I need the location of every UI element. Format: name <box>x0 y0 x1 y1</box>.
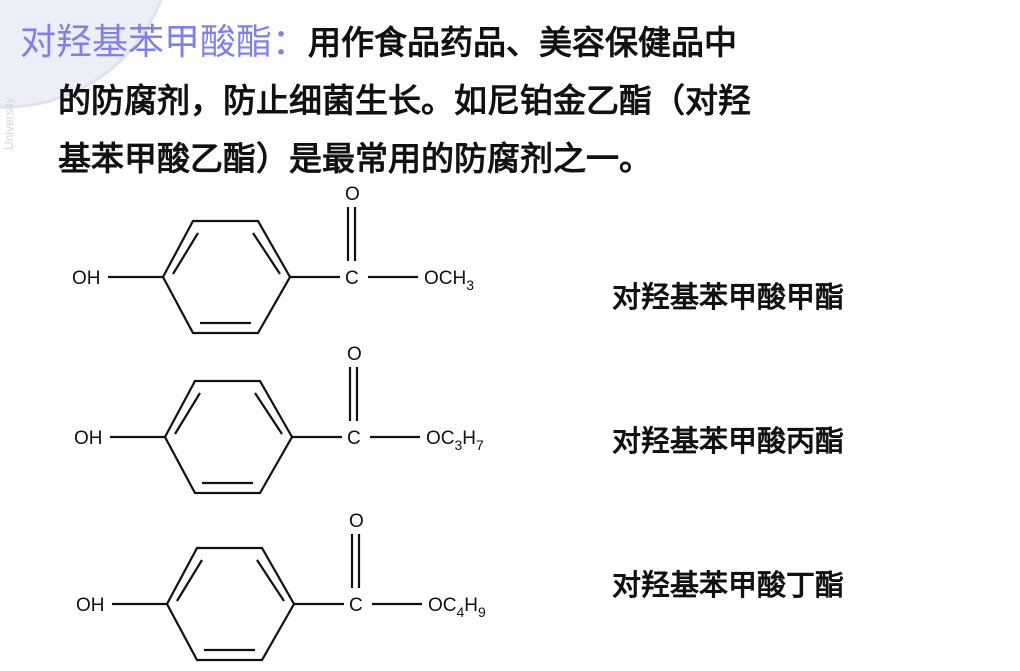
description-paragraph: 对羟基苯甲酸酯：用作食品药品、美容保健品中 的防腐剂，防止细菌生长。如尼铂金乙酯… <box>20 14 980 188</box>
double-bond <box>172 232 199 275</box>
benzene-ring <box>163 379 294 495</box>
hydroxyl-label: OH <box>72 268 101 289</box>
hydroxyl-label: OH <box>76 595 105 616</box>
molecule-name-2: 对羟基苯甲酸丙酯 <box>612 424 845 458</box>
ester-group-label: OC4H9 <box>428 595 486 620</box>
paragraph-line-3: 基苯甲酸乙酯）是最常用的防腐剂之一。 <box>58 139 652 178</box>
oxygen-label: O <box>345 184 360 205</box>
double-bond <box>254 392 283 435</box>
benzene-ring <box>161 219 292 335</box>
formula-text: OCH <box>424 268 466 289</box>
hydroxyl-label: OH <box>74 428 103 449</box>
oxygen-label: O <box>347 344 362 365</box>
subscript: 9 <box>478 604 486 620</box>
oxygen-label: O <box>349 511 364 532</box>
benzene-ring <box>165 546 296 662</box>
double-bond <box>256 559 285 602</box>
formula-text: OC <box>428 595 457 616</box>
paragraph-line-2: 的防腐剂，防止细菌生长。如尼铂金乙酯（对羟 <box>58 81 751 120</box>
subscript: 3 <box>455 437 463 453</box>
watermark-seal <box>0 0 180 120</box>
carbon-label: C <box>347 428 361 449</box>
molecule-3: OH C O OC4H9 <box>76 511 486 662</box>
paragraph-line-1: 用作食品药品、美容保健品中 <box>308 23 738 62</box>
ester-group-label: OC3H7 <box>426 428 484 453</box>
double-bond <box>176 559 203 602</box>
double-bond <box>174 392 201 435</box>
molecule-name-1: 对羟基苯甲酸甲酯 <box>612 280 845 314</box>
molecule-2: OH C O OC3H7 <box>74 344 484 495</box>
subscript: 4 <box>457 604 465 620</box>
molecule-name-3: 对羟基苯甲酸丁酯 <box>612 568 845 602</box>
subscript: 3 <box>466 277 474 293</box>
carbon-label: C <box>345 268 359 289</box>
section-title: 对羟基苯甲酸酯： <box>20 22 309 63</box>
ester-group-label: OCH3 <box>424 268 474 293</box>
formula-text: H <box>462 428 476 449</box>
double-bond <box>252 232 281 275</box>
carbon-label: C <box>349 595 363 616</box>
formula-text: OC <box>426 428 455 449</box>
molecule-1: OH C O OCH3 <box>72 184 474 335</box>
subscript: 7 <box>476 437 484 453</box>
formula-text: H <box>464 595 478 616</box>
